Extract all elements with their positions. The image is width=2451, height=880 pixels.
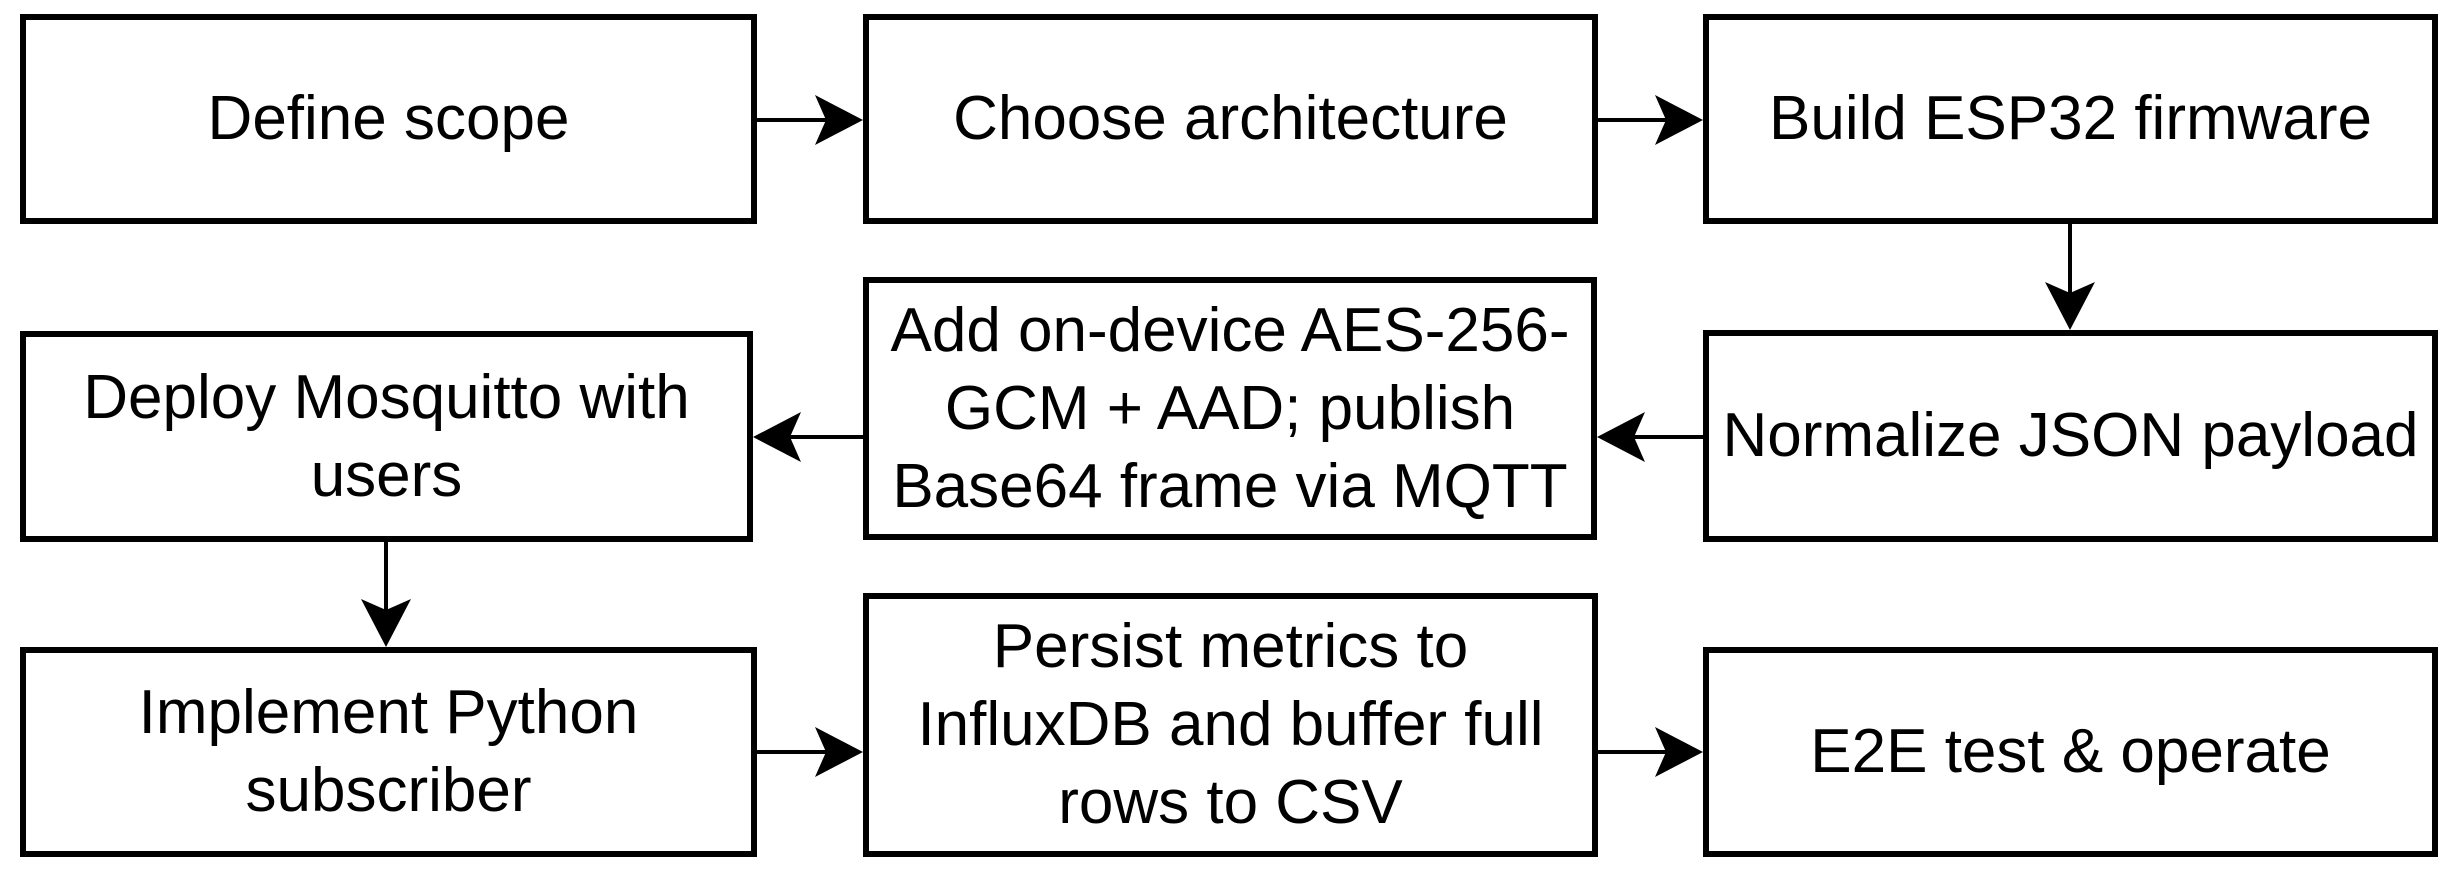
node-build-esp32-firmware: Build ESP32 firmware [1703,14,2438,224]
node-add-encryption-publish-mqtt: Add on-device AES-256- GCM + AAD; publis… [863,277,1597,540]
node-implement-python-subscriber: Implement Python subscriber [20,647,757,857]
edge-deploy-mosquitto-with-users-to-implement-python-subscriber [361,542,411,647]
edge-implement-python-subscriber-to-persist-metrics-influxdb-csv [757,727,863,777]
edge-choose-architecture-to-build-esp32-firmware [1598,95,1703,145]
edge-normalize-json-payload-to-add-encryption-publish-mqtt [1597,412,1703,462]
node-e2e-test-operate: E2E test & operate [1703,647,2438,857]
node-choose-architecture: Choose architecture [863,14,1598,224]
node-e2e-test-operate-label: E2E test & operate [1810,717,2331,786]
edge-persist-metrics-influxdb-csv-to-e2e-test-operate [1598,727,1703,777]
node-define-scope: Define scope [20,14,757,224]
node-deploy-mosquitto-with-users: Deploy Mosquitto with users [20,331,753,542]
node-normalize-json-payload-label: Normalize JSON payload [1722,401,2419,470]
edge-define-scope-to-choose-architecture [757,95,863,145]
node-normalize-json-payload: Normalize JSON payload [1703,330,2438,542]
node-persist-metrics-influxdb-csv: Persist metrics to InfluxDB and buffer f… [863,593,1598,857]
edge-add-encryption-publish-mqtt-to-deploy-mosquitto-with-users [753,412,863,462]
node-implement-python-subscriber-label: Implement Python subscriber [138,678,639,825]
node-choose-architecture-label: Choose architecture [953,84,1508,153]
node-define-scope-label: Define scope [207,84,570,153]
edge-build-esp32-firmware-to-normalize-json-payload [2045,224,2095,330]
node-persist-metrics-influxdb-csv-label: Persist metrics to InfluxDB and buffer f… [917,612,1544,837]
node-add-encryption-publish-mqtt-label: Add on-device AES-256- GCM + AAD; publis… [890,295,1570,521]
node-build-esp32-firmware-label: Build ESP32 firmware [1768,84,2373,153]
node-deploy-mosquitto-with-users-label: Deploy Mosquitto with users [83,362,690,510]
